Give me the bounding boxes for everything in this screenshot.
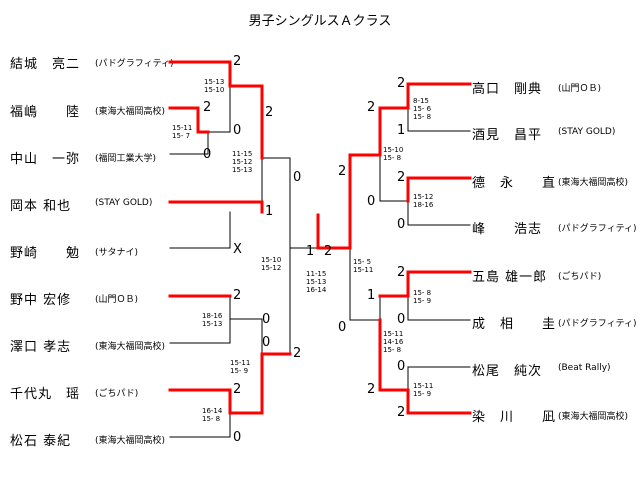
score-l14: 0: [233, 430, 242, 445]
game-score-n: 15-11 14-16 15- 8: [383, 330, 404, 354]
score-r3: 2: [397, 170, 406, 185]
right-player-6-name: 成 相 圭: [472, 317, 557, 332]
score-r12: 0: [397, 359, 406, 374]
right-player-1-affiliation: (山門ＯＢ): [558, 84, 602, 94]
game-score-k: 15-12 18-16: [413, 193, 434, 209]
left-player-9-name: 松石 泰紀: [10, 434, 72, 449]
game-score-l: 15- 5 15-11: [353, 258, 374, 274]
score-r15: 2: [367, 382, 376, 397]
left-player-3-affiliation: (福岡工業大学): [95, 154, 157, 164]
left-player-2-name: 福嶋 陸: [10, 105, 81, 120]
score-l12: 0: [262, 335, 271, 350]
right-player-2-affiliation: (STAY GOLD): [558, 127, 616, 137]
right-player-4-name: 峰 浩志: [472, 222, 543, 237]
left-player-2-affiliation: (東海大福岡高校): [95, 107, 166, 117]
game-score-d: 18-16 15-13: [202, 312, 223, 328]
left-player-7-affiliation: (東海大福岡高校): [95, 342, 166, 352]
game-score-b: 15-11 15- 7: [172, 124, 193, 140]
right-player-5-affiliation: (ごちパド): [558, 272, 602, 282]
score-r8: 0: [338, 320, 347, 335]
score-r2: 1: [397, 123, 406, 138]
left-player-9-affiliation: (東海大福岡高校): [95, 436, 166, 446]
game-score-f: 16-14 15- 8: [202, 407, 223, 423]
score-l7: 1: [265, 204, 274, 219]
right-player-3-name: 德 永 直: [472, 176, 557, 191]
score-l9: 2: [233, 288, 242, 303]
left-player-7-name: 澤口 孝志: [10, 340, 72, 355]
score-r9: 2: [397, 265, 406, 280]
score-l11: 2: [293, 346, 302, 361]
score-r7: 2: [338, 164, 347, 179]
score-r5: 2: [367, 100, 376, 115]
left-player-1-name: 結城 亮二: [10, 57, 81, 72]
game-score-i: 8-15 15- 6 15- 8: [413, 97, 432, 121]
left-player-5-name: 野崎 勉: [10, 246, 81, 261]
score-l5: 2: [265, 105, 274, 120]
game-score-a: 15-13 15-10: [204, 78, 225, 94]
score-r10: 0: [397, 312, 406, 327]
right-player-4-affiliation: (パドグラフィティ): [558, 224, 637, 234]
score-l3: 0: [233, 123, 242, 138]
game-score-e: 15-11 15- 9: [230, 359, 251, 375]
right-player-8-name: 染 川 凪: [472, 410, 557, 425]
game-score-c: 11-15 15-12 15-13: [232, 150, 253, 174]
left-player-3-name: 中山 一弥: [10, 152, 81, 167]
right-player-8-affiliation: (東海大福岡高校): [558, 412, 629, 422]
right-player-2-name: 酒見 昌平: [472, 128, 543, 143]
right-player-7-name: 松尾 純次: [472, 364, 543, 379]
game-score-o: 15-11 15- 9: [413, 382, 434, 398]
score-l15: 1: [306, 244, 315, 259]
left-player-8-name: 千代丸 瑶: [10, 387, 81, 402]
score-l13: 2: [233, 382, 242, 397]
score-l16: 2: [324, 244, 333, 259]
page-title: 男子シングルスＡクラス: [248, 14, 392, 29]
right-player-3-affiliation: (東海大福岡高校): [558, 178, 629, 188]
left-player-6-name: 野中 宏修: [10, 293, 72, 308]
right-player-6-affiliation: (パドグラフィティ): [558, 319, 637, 329]
score-l2: 2: [203, 100, 212, 115]
left-player-4-name: 岡本 和也: [10, 199, 72, 214]
score-l6: 0: [293, 170, 302, 185]
right-player-7-affiliation: (Beat Rally): [558, 363, 611, 373]
left-player-6-affiliation: (山門ＯＢ): [95, 295, 139, 305]
right-player-1-name: 高口 剛典: [472, 82, 543, 97]
score-r1: 2: [397, 76, 406, 91]
left-player-1-affiliation: (パドグラフィティ): [95, 59, 174, 69]
score-r11: 1: [367, 288, 376, 303]
left-player-8-affiliation: (ごちパド): [95, 389, 139, 399]
score-r13: 2: [397, 405, 406, 420]
game-score-g: 15-10 15-12: [261, 256, 282, 272]
score-r6: 0: [367, 194, 376, 209]
left-player-5-affiliation: (サタナイ): [95, 248, 139, 258]
score-l4: 0: [203, 147, 212, 162]
score-l1: 2: [233, 54, 242, 69]
score-l8: X: [233, 242, 242, 257]
game-score-h: 11-15 15-13 16-14: [306, 270, 327, 294]
score-l10: 0: [262, 312, 271, 327]
left-player-4-affiliation: (STAY GOLD): [95, 198, 153, 208]
score-r4: 0: [397, 217, 406, 232]
right-player-5-name: 五島 雄一郎: [472, 270, 548, 285]
game-score-m: 15- 8 15- 9: [413, 289, 432, 305]
game-score-j: 15-10 15- 8: [383, 146, 404, 162]
